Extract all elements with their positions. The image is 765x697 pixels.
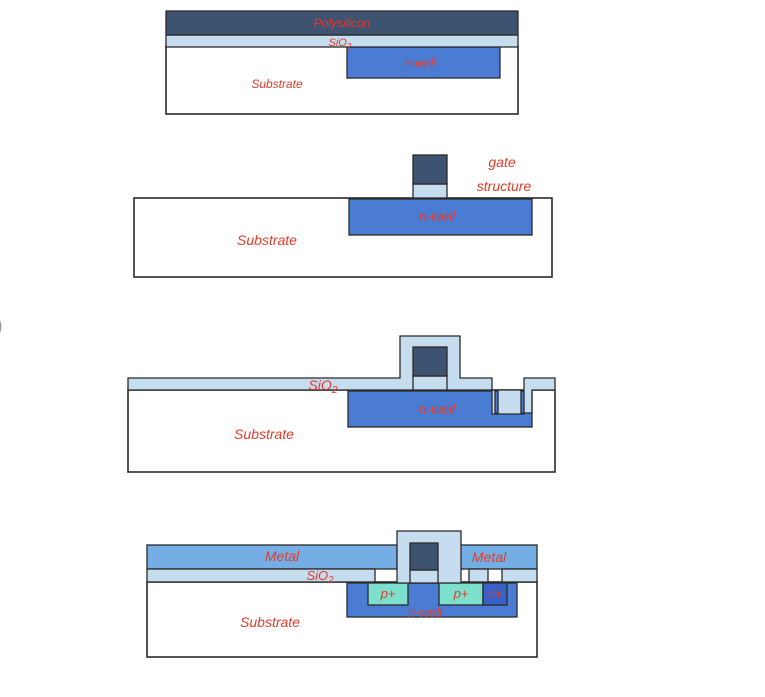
step3-gate-oxide <box>412 375 448 391</box>
step4-nplus <box>482 582 508 606</box>
step-1-deposition: Polysilicon SiO2 n-well Substrate <box>165 10 519 115</box>
step4-substrate-label: Substrate <box>240 614 300 630</box>
step4-sio2-right <box>501 568 538 583</box>
step1-nwell-label: n-well <box>404 56 436 70</box>
step4-pplus-left <box>367 582 409 606</box>
step1-polysilicon-label: Polysilicon <box>314 16 371 30</box>
step4-metal-left-label: Metal <box>265 548 300 564</box>
step-3-oxide-cover: SiO2 n-well Substrate <box>127 335 556 473</box>
step4-sio2-left <box>146 568 376 583</box>
step4-metal-right-label: Metal <box>472 549 507 565</box>
step3-gate-poly <box>412 346 448 377</box>
step-2-gate-etch: gate structure n-well Substrate <box>133 154 553 278</box>
step3-sio2-layer <box>127 335 556 415</box>
step4-nwell-label: n-well <box>408 605 443 620</box>
step2-structure-label: structure <box>477 178 532 194</box>
step4-metal-right <box>459 544 538 570</box>
step1-nwell <box>346 46 501 79</box>
step2-gate-oxide <box>412 183 448 199</box>
step4-sio2-mid <box>468 568 489 583</box>
left-edge-paren: ) <box>0 315 3 337</box>
step4-gate-poly <box>409 542 439 571</box>
step4-pplus-left-label: p+ <box>380 586 396 601</box>
step3-nwell-label: n-well <box>419 401 456 417</box>
step2-substrate-label: Substrate <box>237 232 297 248</box>
step4-pplus-right-label: p+ <box>453 586 469 601</box>
step3-substrate-label: Substrate <box>234 426 294 442</box>
step4-sio2-label: SiO2 <box>306 568 334 586</box>
step2-nwell-label: n-well <box>419 208 456 224</box>
step2-nwell <box>348 198 533 236</box>
step-4-metallization: Metal Metal SiO2 p+ p+ n+ n-well Substra… <box>146 530 538 658</box>
step1-sio2-label: SiO2 <box>329 37 352 51</box>
step4-nplus-label: n+ <box>488 587 502 601</box>
step4-metal-left <box>146 544 398 570</box>
step3-sio2-label: SiO2 <box>308 377 337 396</box>
step4-gate-oxide <box>409 569 439 584</box>
step1-substrate-label: Substrate <box>251 77 303 91</box>
step1-polysilicon-layer <box>165 10 519 36</box>
step2-gate-label: gate <box>488 154 515 170</box>
step2-gate-poly <box>412 154 448 185</box>
